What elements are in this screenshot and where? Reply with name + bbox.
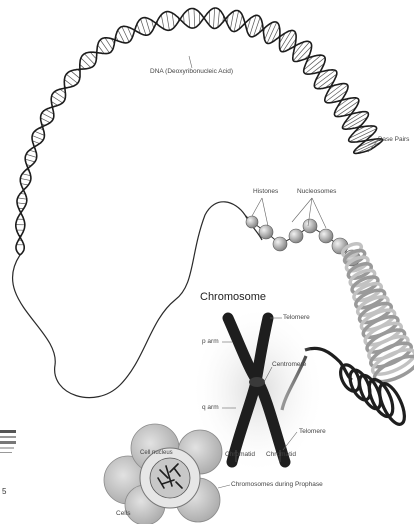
base-pair-rung (41, 118, 51, 123)
base-pair-rung (81, 58, 91, 68)
nucleosomes-label: Nucleosomes (297, 189, 336, 196)
chromosomes-prophase-label: Chromosomes during Prophase (231, 482, 323, 489)
base-pair-rung (64, 80, 73, 87)
cells-label: Cells (116, 511, 130, 518)
base-pair-rung (172, 13, 174, 27)
base-pairs-label: Base Pairs (378, 137, 409, 144)
base-pair-rung (100, 40, 109, 53)
base-pair-rung (166, 12, 169, 31)
chromatin-fiber-coil (341, 241, 414, 386)
nucleosome-bead (273, 237, 287, 251)
base-pair-rung (42, 113, 53, 119)
page-edge-marks (0, 430, 16, 453)
base-pair-rung (90, 52, 96, 59)
base-pair-rung (17, 203, 26, 204)
base-pair-rung (55, 92, 66, 99)
dna-label: DNA (Deoxyribonucleic Acid) (150, 69, 233, 76)
helix-strand-b (16, 9, 377, 256)
base-pair-rung (194, 9, 195, 28)
nucleosome-bead-icon (245, 215, 360, 266)
base-pair-rung (213, 8, 214, 28)
p-arm-label: p arm (202, 339, 219, 346)
helix-strand-a (16, 8, 383, 255)
base-pair-rung (26, 154, 36, 157)
base-pair-rung (146, 18, 151, 34)
base-pair-rung (234, 11, 238, 32)
base-pair-rung (189, 10, 190, 28)
q-arm-label: q arm (202, 405, 219, 412)
nucleosome-bead (259, 225, 273, 239)
cell-cluster-icon (104, 424, 222, 524)
base-pair-rung (35, 131, 45, 135)
base-pair-rung (25, 159, 35, 162)
base-pair-rung (141, 19, 146, 35)
cell-nucleus-label: Cell nucleus (140, 450, 173, 456)
nucleosome-bead (303, 219, 317, 233)
base-pair-rung (71, 71, 80, 78)
nucleosome-bead (289, 229, 303, 243)
centromere-label: Centromere (272, 362, 306, 369)
base-pair-rung (32, 136, 43, 140)
telomere-bottom-label: Telomere (299, 429, 326, 436)
base-pair-rung (218, 10, 220, 27)
telomere-top-label: Telomere (283, 315, 310, 322)
chromatid-right-label: Chromatid (266, 452, 296, 459)
base-pair-rung (20, 178, 30, 180)
dna-double-helix-icon (16, 8, 383, 255)
nucleosome-bead (319, 229, 333, 243)
histones-label: Histones (253, 189, 278, 196)
chromatid-left-label: Chromatid (225, 452, 255, 459)
base-pair-rung (52, 96, 63, 103)
base-pair-rung (22, 174, 30, 176)
nucleosome-bead (246, 216, 258, 228)
base-pair-rung (18, 198, 27, 199)
page-number: 5 (2, 488, 6, 496)
chromosome-title: Chromosome (200, 291, 266, 303)
